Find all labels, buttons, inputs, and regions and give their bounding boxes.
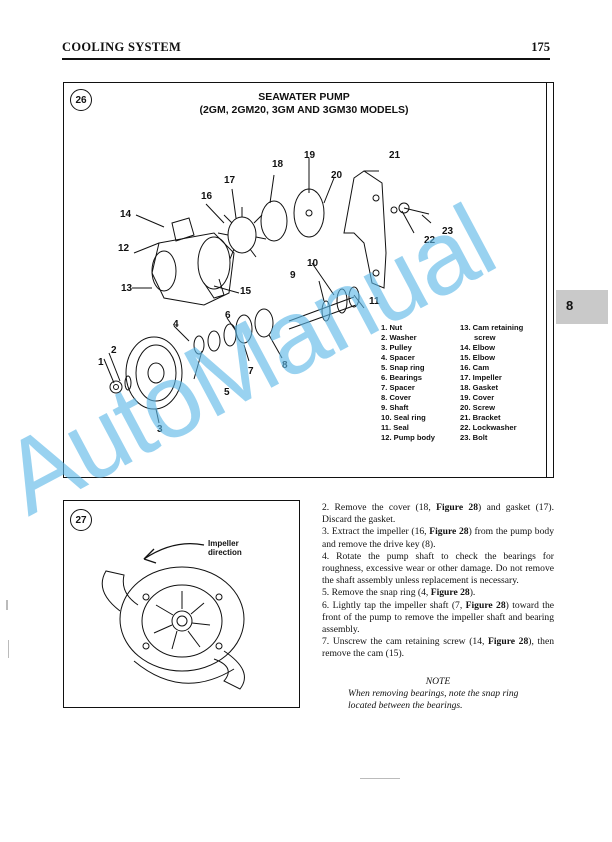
legend-item: 12. Pump body (381, 433, 436, 442)
legend-item: 2. Washer (381, 333, 417, 342)
legend-item: 18. Gasket (460, 383, 498, 392)
legend-item: 7. Spacer (381, 383, 415, 392)
figure-title: SEAWATER PUMP (258, 91, 350, 103)
legend-item: 20. Screw (460, 403, 496, 412)
callout-7: 7 (248, 366, 254, 377)
chapter-tab-label: 8 (566, 298, 574, 313)
legend-item: 22. Lockwasher (460, 423, 517, 432)
figure-number-badge: 26 (70, 89, 92, 111)
callout-18: 18 (272, 159, 284, 170)
section-title: COOLING SYSTEM (62, 40, 182, 54)
step-6: 6. Lightly tap the impeller shaft (7, Fi… (322, 599, 554, 636)
step-3: 3. Extract the impeller (16, Figure 28) … (322, 526, 554, 550)
note-text: When removing bearings, note the snap ri… (348, 688, 519, 711)
callout-8: 8 (282, 360, 288, 371)
page-header: COOLING SYSTEM 175 (62, 40, 550, 58)
legend-item: 11. Seal (381, 423, 409, 432)
legend-item: 9. Shaft (381, 403, 409, 412)
scan-mark (360, 778, 400, 779)
impeller-rotation-drawing (101, 542, 245, 690)
callout-22: 22 (424, 235, 436, 246)
callout-4: 4 (173, 319, 179, 330)
impeller-direction-label: Impeller direction (208, 539, 242, 557)
page-number: 175 (531, 40, 550, 54)
step-7: 7. Unscrew the cam retaining screw (14, … (322, 636, 555, 660)
legend-item: 5. Snap ring (381, 363, 425, 372)
callout-23: 23 (442, 226, 454, 237)
callout-1: 1 (98, 357, 104, 368)
legend-item: screw (474, 333, 496, 342)
callout-3: 3 (157, 424, 163, 435)
legend-item: 14. Elbow (460, 343, 496, 352)
callout-2: 2 (111, 345, 117, 356)
impeller-label-line2: direction (208, 548, 242, 557)
legend-item: 19. Cover (460, 393, 495, 402)
note-heading: NOTE (425, 676, 451, 687)
callout-17: 17 (224, 175, 236, 186)
scan-mark (8, 640, 9, 658)
figure-number-badge: 27 (70, 509, 92, 531)
callout-14: 14 (120, 209, 132, 220)
legend-item: 21. Bracket (460, 413, 501, 422)
legend-item: 8. Cover (381, 393, 411, 402)
scan-mark (6, 600, 8, 610)
legend-item: 6. Bearings (381, 373, 422, 382)
callout-13: 13 (121, 283, 133, 294)
callout-19: 19 (304, 150, 316, 161)
callout-11: 11 (369, 296, 380, 307)
legend-item: 3. Pulley (381, 343, 412, 352)
callout-21: 21 (389, 150, 401, 161)
figure-right-rule (545, 83, 547, 477)
figure-27: 27 Impeller direction (63, 500, 300, 708)
seawater-pump-exploded-drawing (103, 158, 432, 424)
legend-item: 16. Cam (460, 363, 490, 372)
callout-15: 15 (240, 286, 252, 297)
legend-item: 1. Nut (381, 323, 403, 332)
impeller-label-line1: Impeller (208, 539, 239, 548)
figure-subtitle: (2GM, 2GM20, 3GM AND 3GM30 MODELS) (199, 104, 409, 116)
callout-6: 6 (225, 310, 231, 321)
header-rule (62, 58, 550, 60)
parts-legend-column-2: 13. Cam retaining screw 14. Elbow 15. El… (460, 323, 523, 443)
step-5: 5. Remove the snap ring (4, Figure 28). (322, 587, 476, 599)
callout-5: 5 (224, 387, 230, 398)
step-2: 2. Remove the cover (18, Figure 28) and … (322, 502, 554, 526)
callout-10: 10 (307, 258, 319, 269)
parts-legend-column-1: 1. Nut 2. Washer 3. Pulley 4. Spacer 5. … (381, 323, 435, 443)
procedure-text: 2. Remove the cover (18, Figure 28) and … (322, 502, 554, 661)
chapter-tab: 8 (556, 290, 608, 324)
step-4: 4. Rotate the pump shaft to check the be… (322, 550, 554, 587)
callout-12: 12 (118, 243, 130, 254)
legend-item: 10. Seal ring (381, 413, 426, 422)
callout-16: 16 (201, 191, 213, 202)
callout-20: 20 (331, 170, 343, 181)
legend-item: 4. Spacer (381, 353, 415, 362)
legend-item: 23. Bolt (460, 433, 488, 442)
legend-item: 13. Cam retaining (460, 323, 524, 332)
callout-9: 9 (290, 270, 296, 281)
legend-item: 15. Elbow (460, 353, 496, 362)
legend-item: 17. Impeller (460, 373, 502, 382)
figure-26: 26 SEAWATER PUMP (2GM, 2GM20, 3GM AND 3G… (63, 82, 554, 478)
